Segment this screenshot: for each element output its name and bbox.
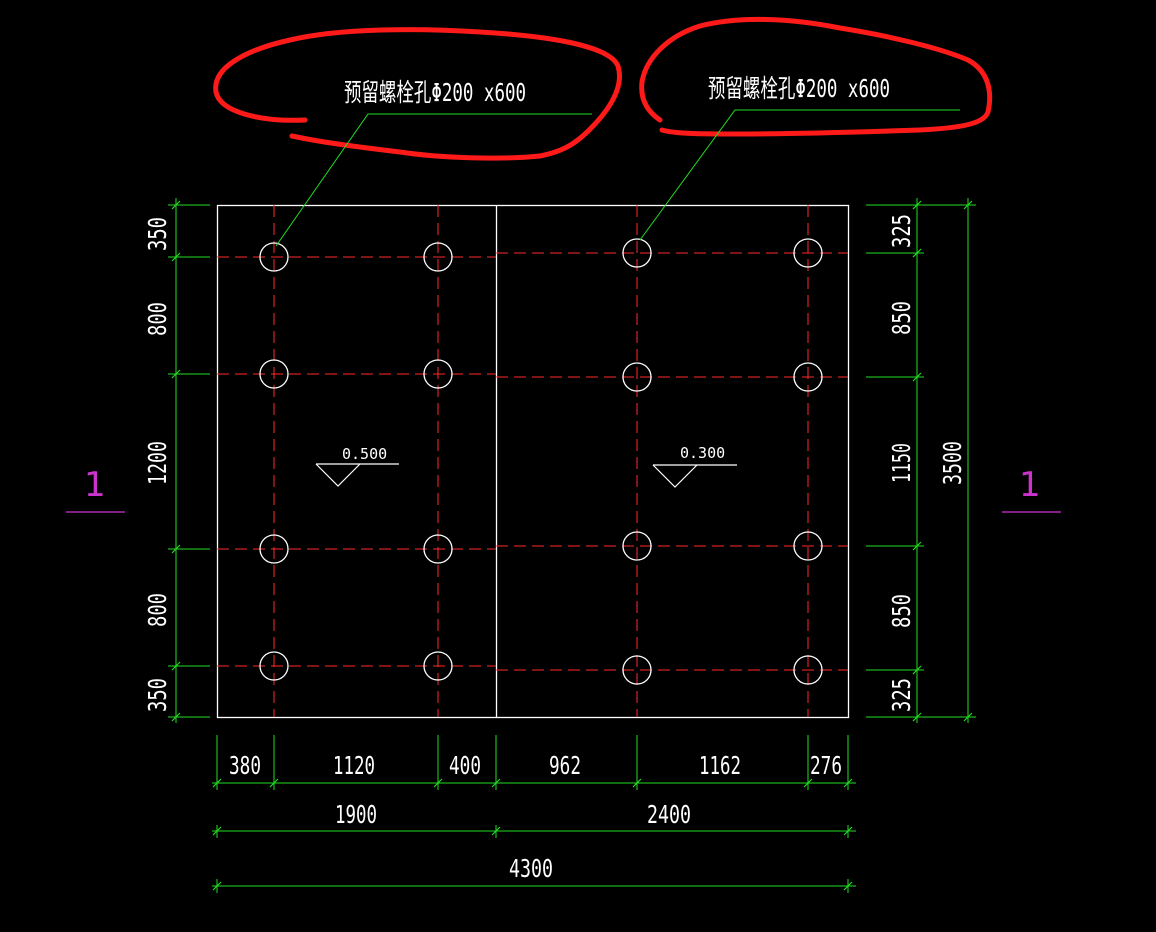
dim-label: 325 bbox=[887, 214, 916, 248]
note-right: 预留螺栓孔Φ200 x600 bbox=[708, 74, 890, 103]
section-label-left: 1 bbox=[84, 465, 106, 505]
dimension-tick-icon bbox=[171, 661, 181, 671]
dimension-tick-icon bbox=[171, 369, 181, 379]
hand-drawn-circle-left bbox=[213, 27, 622, 161]
bolt-hole-circle-icon bbox=[793, 531, 823, 561]
leader-line-left bbox=[275, 113, 592, 247]
dimension-labels-right: 325 850 1150 850 325 bbox=[887, 214, 916, 712]
plate-outline bbox=[216, 204, 850, 719]
section-label-right: 1 bbox=[1019, 465, 1041, 505]
dim-label: 325 bbox=[887, 678, 916, 712]
dimension-tick-icon bbox=[912, 712, 922, 722]
annotation-markup bbox=[213, 16, 993, 161]
bolt-hole-circle-icon bbox=[622, 362, 652, 392]
dimension-tick-icon bbox=[491, 778, 501, 788]
bolt-hole-circle-icon bbox=[793, 655, 823, 685]
dimension-tick-icon bbox=[912, 248, 922, 258]
elevation-triangle-icon bbox=[315, 463, 361, 487]
dimension-tick-icon bbox=[632, 778, 642, 788]
dim-label: 1200 bbox=[143, 441, 172, 485]
dimension-tick-icon bbox=[171, 252, 181, 262]
bolt-hole-circle-icon bbox=[622, 238, 652, 268]
dimension-tick-icon bbox=[212, 778, 222, 788]
dimension-tick-icon bbox=[963, 200, 973, 210]
bolt-hole-circle-icon bbox=[423, 359, 453, 389]
elevation-triangle-icon bbox=[652, 464, 698, 488]
bolt-hole-circle-icon bbox=[423, 534, 453, 564]
dimension-tick-icon bbox=[433, 778, 443, 788]
dim-label: 400 bbox=[449, 751, 481, 780]
dimension-tick-icon bbox=[912, 541, 922, 551]
bolt-hole-circle-icon bbox=[793, 362, 823, 392]
dimension-lines bbox=[168, 198, 976, 893]
dimension-tick-icon bbox=[912, 665, 922, 675]
elevation-label-right: 0.300 bbox=[680, 444, 725, 462]
dim-label: 800 bbox=[143, 593, 172, 627]
dim-label: 350 bbox=[143, 678, 172, 712]
dimension-tick-icon bbox=[843, 881, 853, 891]
bolt-hole-circle-icon bbox=[622, 531, 652, 561]
dimension-tick-icon bbox=[269, 778, 279, 788]
dimension-tick-icon bbox=[963, 712, 973, 722]
dim-label: 276 bbox=[810, 751, 842, 780]
dim-label: 2400 bbox=[647, 800, 691, 829]
note-left: 预留螺栓孔Φ200 x600 bbox=[344, 78, 526, 107]
dimension-tick-icon bbox=[912, 200, 922, 210]
note-leaders bbox=[275, 109, 960, 247]
dimension-tick-icon bbox=[491, 826, 501, 836]
section-mark-left: 1 bbox=[66, 465, 125, 513]
plate-border bbox=[216, 204, 850, 719]
bolt-hole-circle-icon bbox=[259, 534, 289, 564]
elevation-marker-right: 0.300 bbox=[652, 444, 737, 488]
dimension-tick-icon bbox=[803, 778, 813, 788]
dimension-tick-icon bbox=[212, 881, 222, 891]
bolt-hole-circle-icon bbox=[423, 651, 453, 681]
dim-label: 1162 bbox=[699, 751, 741, 780]
dim-label: 800 bbox=[143, 302, 172, 336]
dim-label-total-height: 3500 bbox=[938, 441, 967, 485]
dimension-ticks bbox=[171, 200, 973, 891]
elevation-marker-left: 0.500 bbox=[315, 445, 399, 487]
dimension-labels-left: 350 800 1200 800 350 bbox=[143, 217, 172, 712]
dimension-tick-icon bbox=[212, 826, 222, 836]
bolt-hole-circle-icon bbox=[259, 359, 289, 389]
axis-grid bbox=[217, 205, 848, 717]
dim-label: 962 bbox=[549, 751, 581, 780]
dimension-tick-icon bbox=[171, 544, 181, 554]
elevation-label-left: 0.500 bbox=[342, 445, 387, 463]
dim-label: 1900 bbox=[335, 800, 377, 829]
dim-label: 1150 bbox=[887, 443, 916, 483]
dim-label: 1120 bbox=[333, 751, 375, 780]
hand-drawn-circle-right bbox=[639, 16, 993, 137]
dim-label: 850 bbox=[887, 301, 916, 335]
dimension-tick-icon bbox=[171, 200, 181, 210]
dim-label: 350 bbox=[143, 217, 172, 251]
dimension-labels-bottom-mid: 1900 2400 bbox=[335, 800, 691, 829]
bolt-hole-circle-icon bbox=[259, 651, 289, 681]
dimension-tick-icon bbox=[843, 826, 853, 836]
leader-line-right bbox=[639, 109, 960, 241]
dimension-tick-icon bbox=[843, 778, 853, 788]
dim-label-total-width: 4300 bbox=[509, 854, 553, 883]
bolt-hole-circle-icon bbox=[259, 242, 289, 272]
bolt-hole-circle-icon bbox=[423, 242, 453, 272]
section-mark-right: 1 bbox=[1002, 465, 1061, 513]
dimension-labels-bottom-detail: 380 1120 400 962 1162 276 bbox=[229, 751, 842, 780]
bolt-holes bbox=[259, 238, 823, 685]
dimension-tick-icon bbox=[171, 712, 181, 722]
dim-label: 850 bbox=[887, 594, 916, 628]
dim-label: 380 bbox=[229, 751, 261, 780]
bolt-hole-circle-icon bbox=[793, 238, 823, 268]
bolt-hole-circle-icon bbox=[622, 655, 652, 685]
dimension-tick-icon bbox=[912, 372, 922, 382]
